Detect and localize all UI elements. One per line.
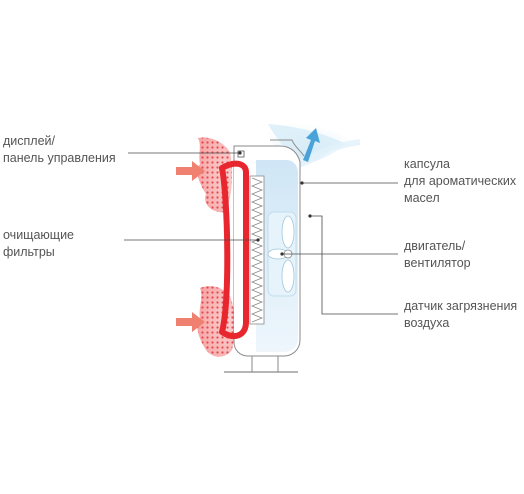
label-aroma-capsule: капсула для ароматических масел [404,156,516,207]
outflow-arrow-icon [303,128,320,162]
intake-arrow-icon [176,312,205,332]
label-display-panel: дисплей/ панель управления [3,133,116,167]
label-motor-line-1: двигатель/ [404,239,466,253]
label-capsule-line-2: для ароматических [404,174,517,188]
intake-channel [219,160,249,340]
label-display-line-2: панель управления [3,151,116,165]
label-capsule-line-1: капсула [404,157,450,171]
label-filters: очищающие фильтры [3,227,74,261]
callout-lines [124,151,398,315]
label-capsule-line-3: масел [404,191,440,205]
leader-sensor [310,215,398,315]
label-filters-line-1: очищающие [3,228,75,242]
label-pollution-sensor: датчик загрязнения воздуха [404,298,517,332]
label-sensor-line-1: датчик загрязнения [404,299,518,313]
label-sensor-line-2: воздуха [404,316,450,330]
filter-element [249,175,265,325]
label-display-line-1: дисплей/ [3,134,55,148]
label-motor-line-2: вентилятор [404,256,471,270]
intake-arrow-icon [176,161,205,181]
label-motor-fan: двигатель/ вентилятор [404,238,471,272]
label-filters-line-2: фильтры [3,245,55,259]
